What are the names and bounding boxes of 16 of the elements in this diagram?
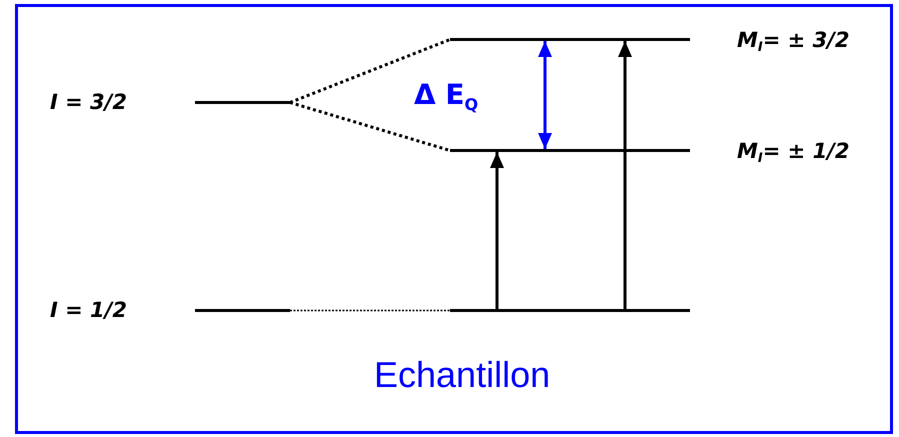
energy-level-line xyxy=(195,101,290,104)
level-label: I = 3/2 xyxy=(50,89,127,115)
energy-level-line xyxy=(450,309,690,312)
caption-text: Echantillon xyxy=(374,355,550,395)
level-label: M$_{I}$= ± 3/2 xyxy=(737,27,850,57)
energy-level-line xyxy=(195,309,290,312)
connector-line xyxy=(290,310,450,312)
energy-level-line xyxy=(450,38,690,41)
connector-line xyxy=(290,101,450,152)
connector-line xyxy=(289,38,451,104)
energy-level-line xyxy=(450,149,690,152)
arrow xyxy=(538,41,552,149)
arrow xyxy=(618,41,632,309)
level-label: I = 1/2 xyxy=(50,297,127,323)
level-label: M$_{I}$= ± 1/2 xyxy=(737,138,850,168)
arrow xyxy=(490,152,504,309)
